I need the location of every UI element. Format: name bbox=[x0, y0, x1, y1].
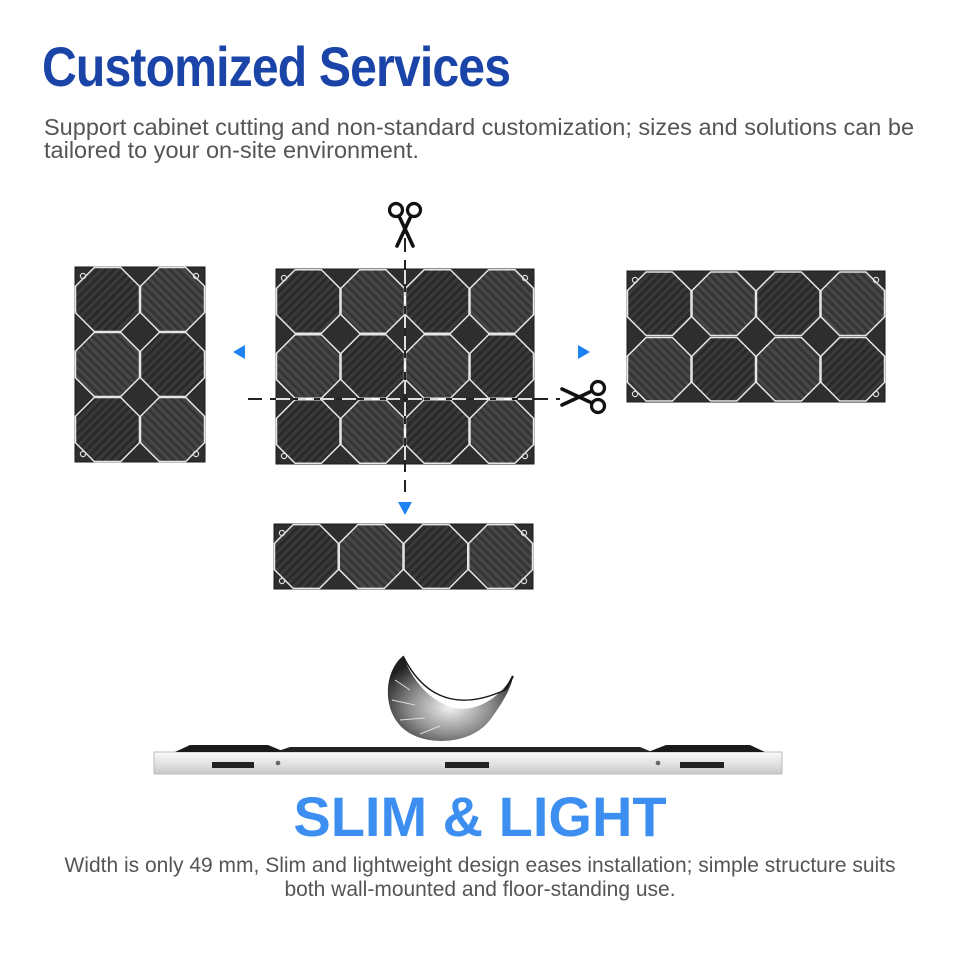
mounting-hole bbox=[79, 272, 87, 280]
scissors-icon bbox=[560, 379, 607, 415]
slim-light-description: Width is only 49 mm, Slim and lightweigh… bbox=[64, 854, 896, 901]
led-module-tile bbox=[404, 334, 470, 399]
led-module-tile bbox=[469, 399, 535, 464]
mounting-hole bbox=[872, 276, 880, 284]
led-module-tile bbox=[273, 523, 339, 590]
mounting-hole bbox=[278, 577, 286, 585]
led-module-tile bbox=[74, 331, 141, 398]
led-module-tile bbox=[74, 396, 141, 463]
led-module-tile bbox=[275, 334, 341, 399]
feather-icon bbox=[387, 655, 514, 741]
led-module-tile bbox=[626, 271, 692, 337]
led-module-tile bbox=[691, 271, 757, 337]
led-module-tile bbox=[139, 331, 206, 398]
arrow-down-icon bbox=[398, 502, 412, 515]
led-module-tile bbox=[469, 334, 535, 399]
led-module-tile bbox=[820, 336, 886, 402]
led-module-tile bbox=[403, 523, 469, 590]
led-module-tile bbox=[626, 336, 692, 402]
scissors-icon bbox=[387, 201, 423, 248]
led-module-tile bbox=[468, 523, 534, 590]
led-module-tile bbox=[820, 271, 886, 337]
arrow-left-icon bbox=[233, 345, 245, 359]
led-module-tile bbox=[404, 269, 470, 334]
led-module-tile bbox=[139, 266, 206, 333]
led-module-tile bbox=[755, 271, 821, 337]
mounting-hole bbox=[278, 529, 286, 537]
mounting-hole bbox=[192, 450, 200, 458]
led-module-tile bbox=[340, 399, 406, 464]
mounting-hole bbox=[631, 276, 639, 284]
mounting-hole bbox=[520, 529, 528, 537]
cabinet-profile bbox=[153, 745, 783, 775]
mounting-hole bbox=[872, 390, 880, 398]
mounting-hole bbox=[521, 452, 529, 460]
mounting-hole bbox=[192, 272, 200, 280]
led-module-tile bbox=[404, 399, 470, 464]
mounting-hole bbox=[520, 577, 528, 585]
led-module-tile bbox=[469, 269, 535, 334]
mounting-hole bbox=[521, 274, 529, 282]
panel-cut-right bbox=[626, 270, 886, 403]
led-module-tile bbox=[338, 523, 404, 590]
page-title: Customized Services bbox=[42, 35, 511, 98]
led-module-tile bbox=[275, 269, 341, 334]
panel-cut-bottom bbox=[273, 523, 534, 590]
led-module-tile bbox=[340, 269, 406, 334]
slim-light-title: SLIM & LIGHT bbox=[293, 785, 667, 848]
mounting-hole bbox=[79, 450, 87, 458]
led-module-tile bbox=[74, 266, 141, 333]
mounting-hole bbox=[280, 274, 288, 282]
page-subtitle: Support cabinet cutting and non-standard… bbox=[44, 114, 915, 163]
led-module-tile bbox=[755, 336, 821, 402]
led-module-tile bbox=[139, 396, 206, 463]
arrow-right-icon bbox=[578, 345, 590, 359]
mounting-hole bbox=[280, 452, 288, 460]
mounting-hole bbox=[631, 390, 639, 398]
led-module-tile bbox=[275, 399, 341, 464]
panel-cut-left bbox=[74, 266, 206, 463]
led-module-tile bbox=[691, 336, 757, 402]
led-module-tile bbox=[340, 334, 406, 399]
